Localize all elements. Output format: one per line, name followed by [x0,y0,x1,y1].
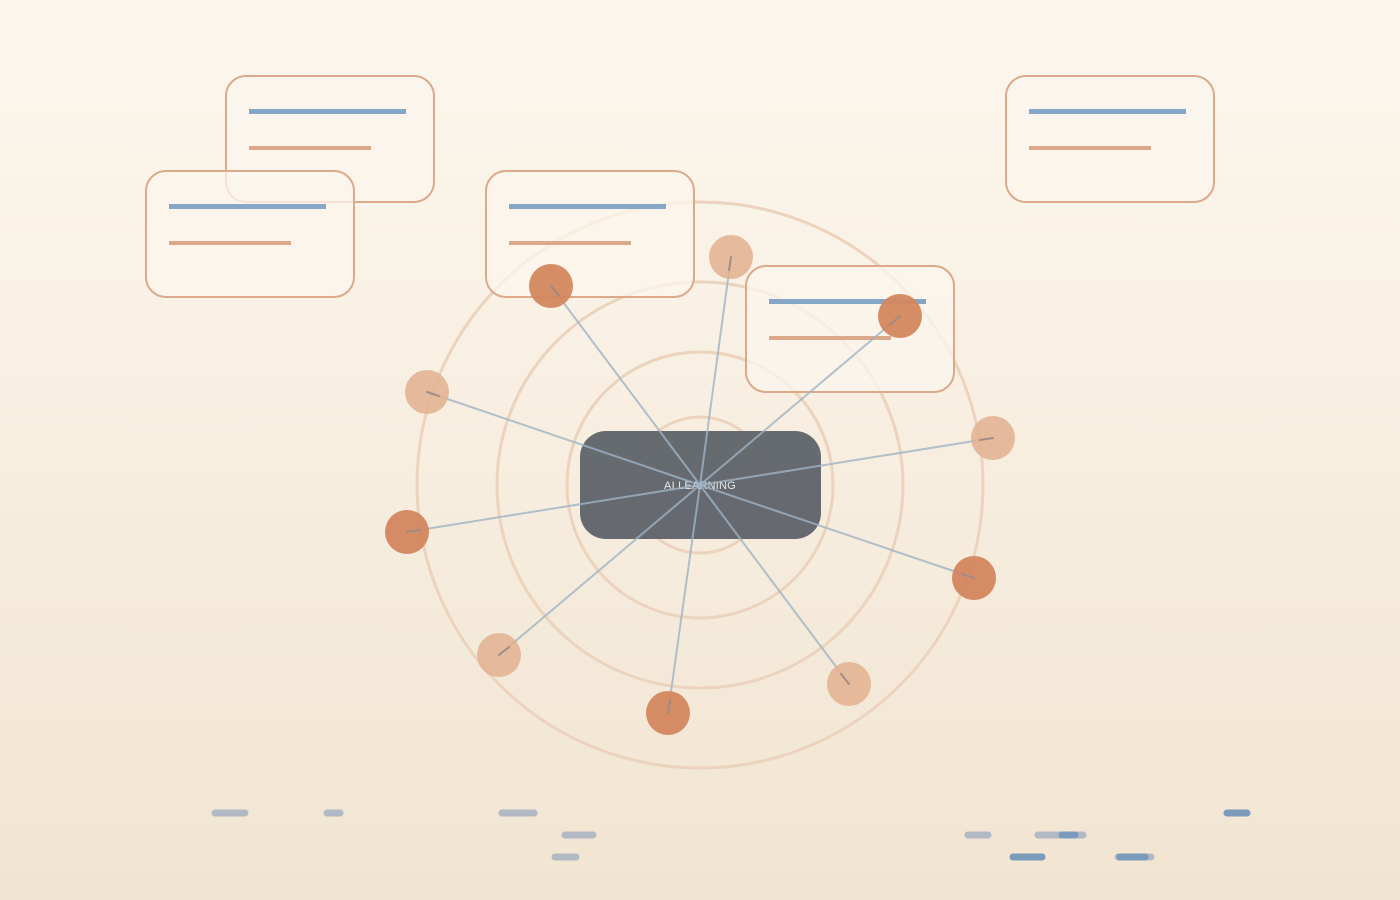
card-primary-line [769,299,926,304]
node-tick [961,573,975,579]
node-tick [840,673,850,685]
spoke [426,391,701,486]
spoke [699,437,994,486]
info-card-2[interactable] [145,170,355,298]
ring-outer [415,200,985,770]
rings [415,200,985,770]
node-tick [728,256,732,271]
card-secondary-line [169,241,291,245]
spoke [667,484,701,714]
info-card-3[interactable] [485,170,695,298]
node-ticks [406,256,994,714]
spoke [699,315,901,486]
bottom-dashes [211,809,1251,861]
ring-3 [495,280,905,690]
card-primary-line [509,204,666,209]
node-tick [426,391,440,397]
info-card-5[interactable] [1005,75,1215,203]
node-tick [550,285,560,297]
ring-2 [565,350,835,620]
node-tick [406,529,421,533]
node-tick [498,646,510,656]
card-primary-line [249,109,406,114]
spoke [699,256,732,486]
node-tick [979,437,994,441]
spoke [498,484,701,656]
card-primary-line [169,204,326,209]
node-tick [667,699,671,714]
node-tick [889,315,901,326]
info-card-4[interactable] [745,265,955,393]
spokes [406,256,994,714]
card-secondary-line [1029,146,1151,150]
spoke [699,484,850,685]
card-secondary-line [769,336,891,340]
card-primary-line [1029,109,1186,114]
spoke [406,484,701,533]
spoke [550,285,701,486]
spoke [699,484,975,579]
card-secondary-line [249,146,371,150]
card-secondary-line [509,241,631,245]
